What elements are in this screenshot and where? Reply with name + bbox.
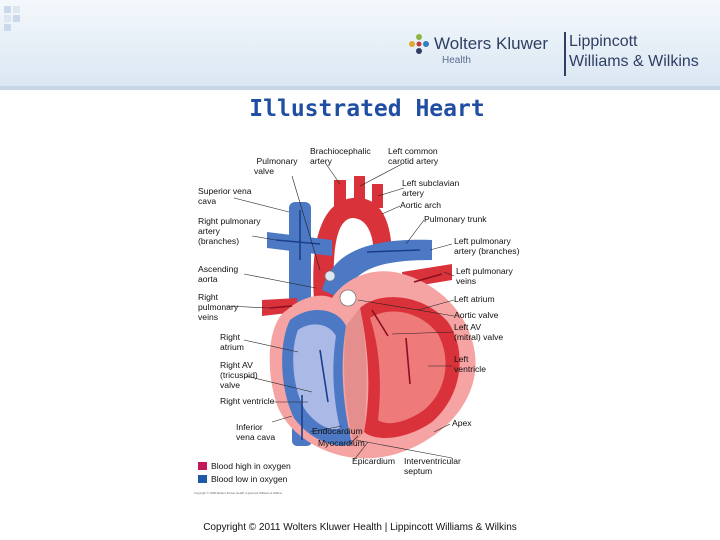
slide-title: Illustrated Heart [0, 96, 720, 122]
label-left-av-valve: Left AV (mitral) valve [454, 322, 503, 342]
division-name: Health [442, 55, 471, 66]
corner-square [13, 15, 20, 22]
wolters-kluwer-mark-icon [408, 33, 430, 55]
logo-divider [564, 32, 566, 76]
legend-label-high-oxygen: Blood high in oxygen [211, 461, 291, 471]
corner-square [4, 15, 11, 22]
label-aortic-arch: Aortic arch [400, 200, 441, 210]
label-aortic-valve: Aortic valve [454, 310, 499, 320]
brand-line-1: Lippincott [569, 33, 638, 51]
label-right-pulmonary-artery: Right pulmonary artery (branches) [198, 216, 263, 246]
label-apex: Apex [452, 418, 472, 428]
pulmonary-valve-shape [325, 271, 335, 281]
header-strip [0, 86, 720, 90]
aortic-valve-shape [340, 290, 356, 306]
label-pulmonary-valve: Pulmonary valve [254, 156, 300, 176]
label-pulmonary-trunk: Pulmonary trunk [424, 214, 487, 224]
label-inferior-vena-cava: Inferior vena cava [236, 422, 275, 442]
figure-fine-print: Copyright © 2008 Wolters Kluwer Health |… [194, 491, 283, 495]
corner-square [13, 6, 20, 13]
corner-square [4, 6, 11, 13]
label-endocardium: Endocardium [312, 426, 363, 436]
label-left-pulmonary-veins: Left pulmonary veins [456, 266, 515, 286]
legend-swatch-high-oxygen [198, 462, 207, 470]
carotid-branch [354, 176, 365, 202]
label-myocardium: Myocardium [318, 438, 365, 448]
label-interventricular-septum: Interventricular septum [404, 456, 463, 476]
label-right-pulmonary-veins: Right pulmonary veins [198, 292, 241, 322]
copyright-footer: Copyright © 2011 Wolters Kluwer Health |… [0, 522, 720, 533]
label-left-subclavian: Left subclavian artery [402, 178, 462, 198]
label-epicardium: Epicardium [352, 456, 395, 466]
label-left-pulmonary-artery: Left pulmonary artery (branches) [454, 236, 520, 256]
legend: Blood high in oxygen Blood low in oxygen [198, 461, 291, 484]
label-ascending-aorta: Ascending aorta [198, 264, 241, 284]
label-left-atrium: Left atrium [454, 294, 495, 304]
slide-header: Wolters Kluwer Health Lippincott William… [0, 0, 720, 90]
company-name: Wolters Kluwer [434, 34, 548, 54]
label-right-atrium: Right atrium [220, 332, 244, 352]
brand-line-2: Williams & Wilkins [569, 53, 699, 71]
label-left-common-carotid: Left common carotid artery [388, 146, 440, 166]
heart-diagram: Pulmonary valve Brachiocephalic artery L… [192, 140, 532, 500]
subclavian-branch [372, 184, 383, 208]
label-superior-vena-cava: Superior vena cava [198, 186, 254, 206]
legend-label-low-oxygen: Blood low in oxygen [211, 474, 288, 484]
label-right-av-valve: Right AV (tricuspid) valve [220, 360, 260, 390]
corner-square [4, 24, 11, 31]
label-brachiocephalic-artery: Brachiocephalic artery [310, 146, 373, 166]
label-left-ventricle: Left ventricle [454, 354, 486, 374]
legend-swatch-low-oxygen [198, 475, 207, 483]
label-right-ventricle: Right ventricle [220, 396, 275, 406]
